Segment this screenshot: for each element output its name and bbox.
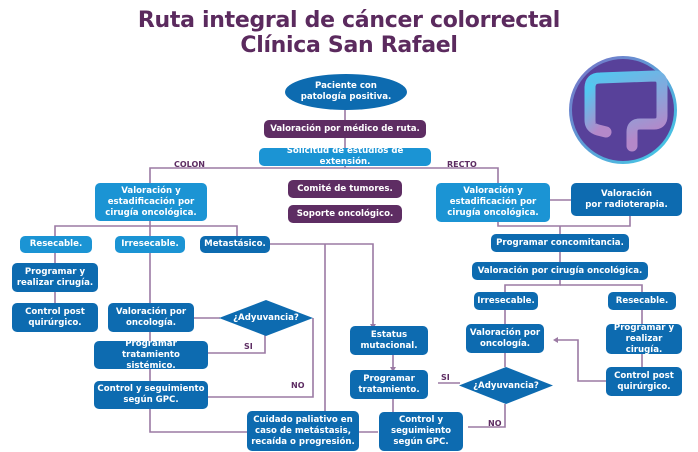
colon-control-seguimiento-box: Control y seguimiento según GPC.: [94, 381, 208, 409]
page-title: Ruta integral de cáncer colorrectal: [137, 8, 561, 33]
connector: [497, 214, 631, 227]
connector: [150, 225, 238, 236]
recto-irresecable-box: Irresecable.: [474, 292, 538, 310]
colon-label: COLON: [174, 160, 205, 169]
connector: [149, 408, 248, 433]
colon-no-label: NO: [291, 381, 305, 390]
comite-tumores-box: Comité de tumores.: [288, 180, 402, 198]
colon-valoracion-box: Valoración y estadificación por cirugía …: [95, 183, 207, 221]
valoracion-medico-ruta-box: Valoración por médico de ruta.: [264, 120, 426, 138]
colon-resecable-box: Resecable.: [20, 236, 92, 253]
recto-valoracion-oncologia-box: Valoración por oncología.: [466, 324, 544, 353]
programar-tratamiento-box: Programar tratamiento.: [350, 370, 428, 399]
connector: [468, 404, 506, 428]
connector: [54, 220, 151, 236]
cuidado-paliativo-box: Cuidado paliativo en caso de metástasis,…: [247, 411, 359, 451]
colon-adyuvancia-label: ¿Adyuvancia?: [233, 313, 299, 323]
recto-si-label: SI: [441, 373, 450, 382]
connector: [206, 333, 266, 354]
recto-programar-cirugia-box: Programar y realizar cirugía.: [606, 323, 682, 355]
page-subtitle: Clínica San Rafael: [240, 33, 458, 58]
recto-valoracion-box: Valoración y estadificación por cirugía …: [436, 183, 550, 222]
colon-irresecable-box: Irresecable.: [115, 236, 185, 253]
connector: [560, 284, 643, 292]
recto-cirugia-oncologica-box: Valoración por cirugía oncológica.: [472, 262, 648, 280]
recto-adyuvancia-decision: ¿Adyuvancia?: [459, 367, 553, 404]
recto-no-label: NO: [488, 419, 502, 428]
arrow-head: [553, 337, 558, 343]
colon-adyuvancia-decision: ¿Adyuvancia?: [219, 300, 313, 336]
colon-metastasico-box: Metastásico.: [200, 236, 270, 253]
connector: [556, 339, 606, 382]
recto-control-post-box: Control post quirúrgico.: [606, 367, 682, 396]
start-oval: Paciente con patología positiva.: [285, 74, 407, 110]
recto-radioterapia-box: Valoración por radioterapia.: [571, 183, 682, 216]
colon-control-post-box: Control post quirúrgico.: [12, 303, 98, 332]
colon-icon: [569, 56, 677, 164]
shared-control-seguimiento-box: Control y seguimiento según GPC.: [379, 412, 463, 451]
soporte-oncologico-box: Soporte oncológico.: [288, 205, 402, 223]
recto-concomitancia-box: Programar concomitancia.: [491, 234, 629, 252]
solicitud-estudios-box: Solicitud de estudios de extensión.: [259, 146, 431, 167]
connector: [270, 243, 374, 326]
colon-programar-cirugia-box: Programar y realizar cirugía.: [12, 263, 98, 292]
colon-valoracion-oncologia-box: Valoración por oncología.: [108, 303, 194, 332]
colon-tratamiento-sistemico-box: Programar tratamiento sistémico.: [94, 339, 208, 371]
recto-resecable-box: Resecable.: [608, 292, 676, 310]
recto-adyuvancia-label: ¿Adyuvancia?: [473, 380, 539, 391]
connector: [208, 318, 314, 398]
recto-label: RECTO: [447, 160, 477, 169]
colon-si-label: SI: [244, 342, 253, 351]
connector: [149, 167, 499, 185]
estatus-mutacional-box: Estatus mutacional.: [350, 326, 428, 355]
arrow-head: [390, 367, 396, 372]
connector: [504, 279, 561, 292]
